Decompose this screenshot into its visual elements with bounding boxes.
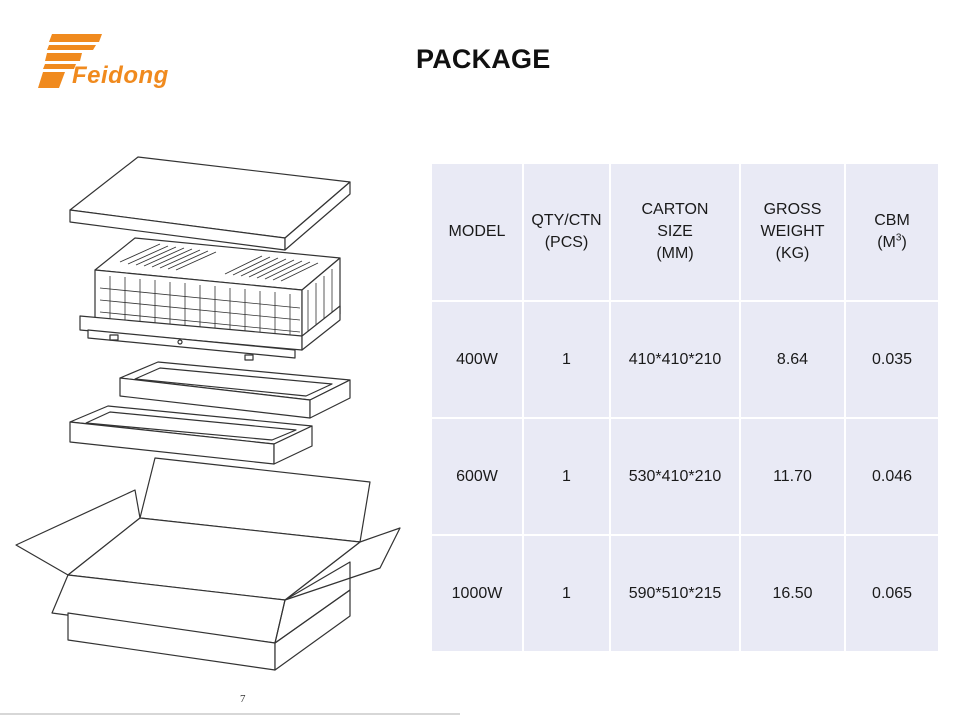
cell-cbm: 0.065 [846, 536, 938, 651]
table-row: 1000W 1 590*510*215 16.50 0.065 [432, 536, 938, 651]
cell-qty: 1 [524, 536, 609, 651]
header-cbm-exponent: 3 [895, 232, 902, 244]
header-qty-line2: (PCS) [544, 234, 589, 251]
cell-qty: 1 [524, 419, 609, 534]
header-model: MODEL [432, 164, 522, 300]
header-qty-line1: QTY/CTN [531, 212, 602, 229]
package-spec-table: MODEL QTY/CTN (PCS) CARTON SIZE (MM) GRO… [430, 162, 940, 653]
header-cbm-unit: (M [877, 234, 896, 251]
logo-text: Feidong [72, 62, 169, 89]
header-size-line1: CARTON [641, 201, 709, 218]
power-supply-unit [79, 237, 341, 361]
package-exploded-drawing [10, 150, 410, 680]
cell-model: 1000W [432, 536, 522, 651]
foam-frame-upper [119, 361, 351, 419]
cell-cbm: 0.035 [846, 302, 938, 417]
bottom-divider [0, 713, 460, 715]
header-weight-line2: WEIGHT [760, 223, 825, 240]
cell-qty: 1 [524, 302, 609, 417]
page-number: 7 [240, 693, 246, 705]
cell-weight: 8.64 [741, 302, 844, 417]
top-foam-board [69, 156, 351, 251]
cell-model: 600W [432, 419, 522, 534]
header-carton-size: CARTON SIZE (MM) [611, 164, 739, 300]
cell-size: 410*410*210 [611, 302, 739, 417]
header-qty: QTY/CTN (PCS) [524, 164, 609, 300]
foam-frame-lower [69, 405, 313, 465]
table-header-row: MODEL QTY/CTN (PCS) CARTON SIZE (MM) GRO… [432, 164, 938, 300]
header-cbm-line1: CBM [874, 212, 910, 229]
page-title: PACKAGE [416, 44, 551, 74]
header-weight-line3: (KG) [775, 245, 810, 262]
header-weight-line1: GROSS [763, 201, 822, 218]
brand-logo: Feidong [38, 28, 178, 98]
table-row: 400W 1 410*410*210 8.64 0.035 [432, 302, 938, 417]
header-cbm: CBM (M3) [846, 164, 938, 300]
table-row: 600W 1 530*410*210 11.70 0.046 [432, 419, 938, 534]
header-size-line3: (MM) [656, 245, 694, 262]
header-size-line2: SIZE [657, 223, 693, 240]
cell-model: 400W [432, 302, 522, 417]
header-cbm-close: ) [901, 234, 907, 251]
header-gross-weight: GROSS WEIGHT (KG) [741, 164, 844, 300]
header-model-label: MODEL [448, 223, 506, 240]
cell-weight: 16.50 [741, 536, 844, 651]
cell-cbm: 0.046 [846, 419, 938, 534]
open-carton-box [15, 457, 401, 671]
cell-size: 590*510*215 [611, 536, 739, 651]
cell-weight: 11.70 [741, 419, 844, 534]
cell-size: 530*410*210 [611, 419, 739, 534]
